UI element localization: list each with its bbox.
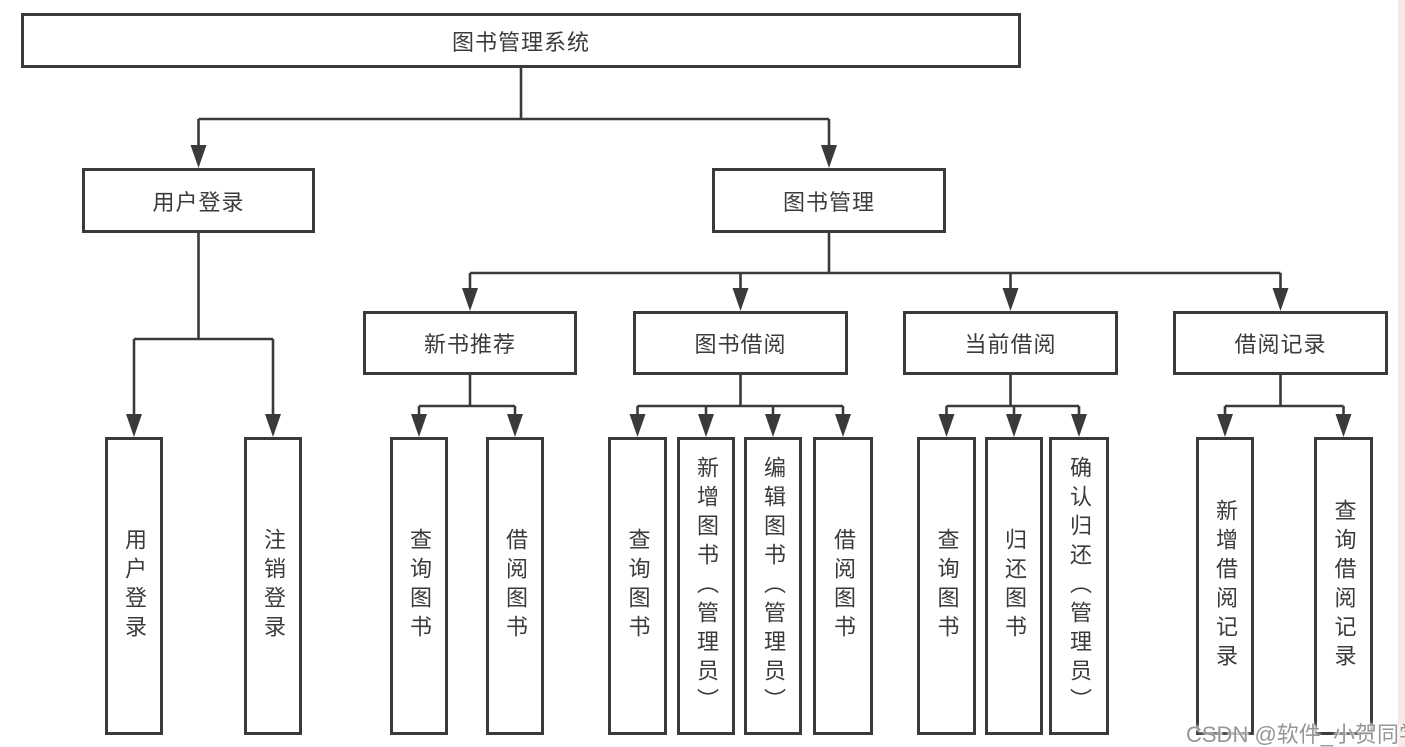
node-new-book-recommend: 新书推荐 (363, 311, 577, 375)
leaf-query-books-1-label: 查询图书 (407, 528, 432, 644)
leaf-borrow-books-1-label: 借阅图书 (503, 528, 528, 644)
leaf-query-borrow-record: 查询借阅记录 (1314, 437, 1373, 735)
leaf-confirm-return-admin-label: 确认归还（管理员） (1067, 455, 1092, 717)
leaf-add-borrow-record: 新增借阅记录 (1196, 437, 1254, 735)
right-edge-watermark-strip (1398, 0, 1405, 747)
node-book-management: 图书管理 (712, 168, 946, 233)
arrowheads (126, 145, 1352, 437)
node-new-book-recommend-label: 新书推荐 (423, 332, 516, 357)
leaf-add-books-admin: 新增图书（管理员） (677, 437, 735, 735)
connector-strokes (132, 68, 1345, 417)
leaf-query-books-2-label: 查询图书 (625, 528, 651, 644)
leaf-query-books-1: 查询图书 (390, 437, 448, 735)
node-current-borrowing-label: 当前借阅 (964, 332, 1057, 357)
node-borrowing-records: 借阅记录 (1173, 311, 1388, 375)
node-borrowing-records-label: 借阅记录 (1234, 332, 1327, 357)
leaf-borrow-books-2-label: 借阅图书 (831, 528, 856, 644)
leaf-edit-books-admin: 编辑图书（管理员） (744, 437, 802, 735)
leaf-query-books-3: 查询图书 (917, 437, 976, 735)
leaf-add-books-admin-label: 新增图书（管理员） (694, 455, 719, 717)
leaf-user-login-label: 用户登录 (122, 528, 147, 644)
node-current-borrowing: 当前借阅 (903, 311, 1118, 375)
csdn-watermark: CSDN @软件_小贺同学 (1186, 722, 1405, 747)
leaf-query-borrow-record-label: 查询借阅记录 (1331, 499, 1357, 673)
leaf-confirm-return-admin: 确认归还（管理员） (1049, 437, 1109, 735)
leaf-return-books: 归还图书 (985, 437, 1043, 735)
leaf-return-books-label: 归还图书 (1002, 528, 1027, 644)
leaf-logout: 注销登录 (244, 437, 302, 735)
leaf-borrow-books-2: 借阅图书 (813, 437, 873, 735)
leaf-query-books-2: 查询图书 (608, 437, 667, 735)
node-user-login: 用户登录 (82, 168, 315, 233)
node-book-management-label: 图书管理 (782, 189, 875, 215)
leaf-edit-books-admin-label: 编辑图书（管理员） (761, 455, 786, 717)
node-book-borrowing: 图书借阅 (633, 311, 848, 375)
leaf-query-books-3-label: 查询图书 (934, 528, 960, 644)
node-user-login-label: 用户登录 (152, 189, 245, 215)
node-root-library-system: 图书管理系统 (21, 13, 1021, 68)
leaf-borrow-books-1: 借阅图书 (486, 437, 544, 735)
leaf-logout-label: 注销登录 (261, 528, 286, 644)
leaf-add-borrow-record-label: 新增借阅记录 (1213, 499, 1238, 673)
node-book-borrowing-label: 图书借阅 (694, 332, 787, 357)
leaf-user-login: 用户登录 (105, 437, 163, 735)
node-root-label: 图书管理系统 (451, 29, 590, 55)
